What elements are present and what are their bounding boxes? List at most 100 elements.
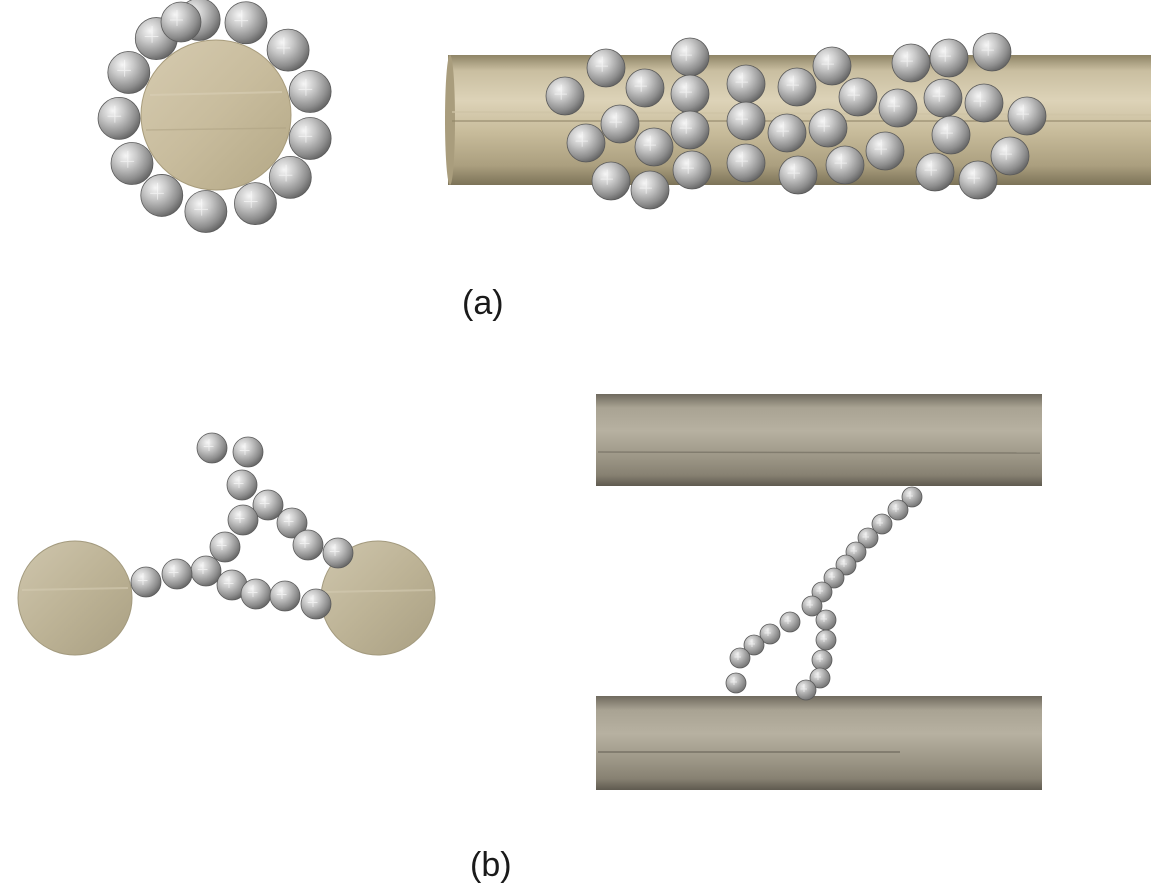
particle-highlight	[276, 587, 287, 599]
particle-highlight	[639, 178, 652, 194]
particle-highlight	[283, 514, 294, 526]
particle-highlight	[223, 576, 234, 588]
particle-highlight	[194, 198, 208, 216]
particle-highlight	[924, 160, 937, 176]
particle	[670, 37, 710, 77]
particle	[600, 104, 640, 144]
particle-highlight	[967, 168, 980, 184]
fiber-grain-line	[21, 587, 129, 591]
particle-highlight	[595, 56, 608, 72]
particle	[929, 38, 969, 78]
particle-highlight	[234, 511, 245, 523]
particle	[190, 555, 222, 587]
particle-highlight	[107, 105, 122, 123]
particle	[931, 115, 971, 155]
particle	[878, 88, 918, 128]
particle	[795, 679, 817, 701]
particle-highlight	[806, 600, 813, 608]
particle-highlight	[828, 572, 835, 580]
fiber-grain-line	[145, 127, 287, 131]
particle	[288, 117, 332, 160]
particle	[292, 529, 324, 561]
particle	[1007, 96, 1047, 136]
particle-highlight	[216, 538, 227, 550]
particle-highlight	[120, 150, 135, 168]
particle-highlight	[329, 544, 340, 556]
particle	[288, 70, 332, 113]
particle	[97, 96, 141, 140]
fiber-grain-line	[324, 589, 433, 593]
particle	[815, 629, 837, 651]
particle-highlight	[735, 72, 748, 88]
particle-highlight	[876, 518, 883, 526]
particle-highlight	[233, 476, 244, 488]
panel-b-cross-section	[17, 432, 436, 656]
particle	[670, 110, 710, 150]
particle-highlight	[887, 96, 900, 112]
particle	[767, 113, 807, 153]
particle	[835, 554, 857, 576]
particle	[268, 155, 312, 199]
particle-highlight	[748, 639, 755, 647]
particle	[110, 142, 154, 185]
particle	[729, 647, 751, 669]
particle	[958, 160, 998, 200]
particle-highlight	[247, 585, 258, 597]
particle	[871, 513, 893, 535]
particle-highlight	[643, 135, 656, 151]
particle	[160, 1, 202, 43]
particle	[232, 436, 264, 468]
particle-highlight	[168, 565, 179, 577]
particle	[566, 123, 606, 163]
particle-highlight	[735, 151, 748, 167]
fiber-rod-shadow-line	[597, 451, 1041, 454]
particle-highlight	[787, 163, 800, 179]
particle	[322, 537, 354, 569]
particle	[972, 32, 1012, 72]
particle	[545, 76, 585, 116]
particle-highlight	[679, 45, 692, 61]
particle	[196, 432, 228, 464]
fiber-cross-section-left	[17, 540, 133, 656]
particle-highlight	[299, 536, 310, 548]
particle	[825, 145, 865, 185]
particle-cluster	[545, 32, 1047, 210]
particle-highlight	[681, 158, 694, 174]
fiber-grain-line	[149, 91, 283, 96]
particle-highlight	[144, 25, 159, 43]
particle	[586, 48, 626, 88]
particle	[725, 672, 747, 694]
particle	[625, 68, 665, 108]
particle-highlight	[816, 654, 823, 662]
particle-highlight	[800, 684, 807, 692]
particle-bridge	[130, 432, 354, 620]
particle	[226, 469, 258, 501]
fiber-rod-bottom	[596, 696, 1042, 790]
particle	[224, 1, 268, 45]
particle-highlight	[276, 37, 291, 55]
particle-highlight	[170, 10, 183, 26]
particle	[865, 131, 905, 171]
particle	[140, 174, 184, 217]
particle	[634, 127, 674, 167]
particle-highlight	[817, 116, 830, 132]
particle-chain	[725, 486, 923, 701]
particle	[269, 580, 301, 612]
particle	[923, 78, 963, 118]
particle-highlight	[932, 86, 945, 102]
particle-highlight	[239, 443, 250, 455]
particle	[815, 609, 837, 631]
particle	[823, 567, 845, 589]
panel-b-side-view	[596, 394, 1042, 790]
particle-highlight	[575, 131, 588, 147]
particle-highlight	[137, 573, 148, 585]
particle-highlight	[906, 491, 913, 499]
particle	[915, 152, 955, 192]
particle	[964, 83, 1004, 123]
particle-highlight	[973, 91, 986, 107]
fiber-cross-section	[140, 39, 292, 191]
particle-highlight	[259, 496, 270, 508]
particle	[812, 46, 852, 86]
particle	[887, 499, 909, 521]
